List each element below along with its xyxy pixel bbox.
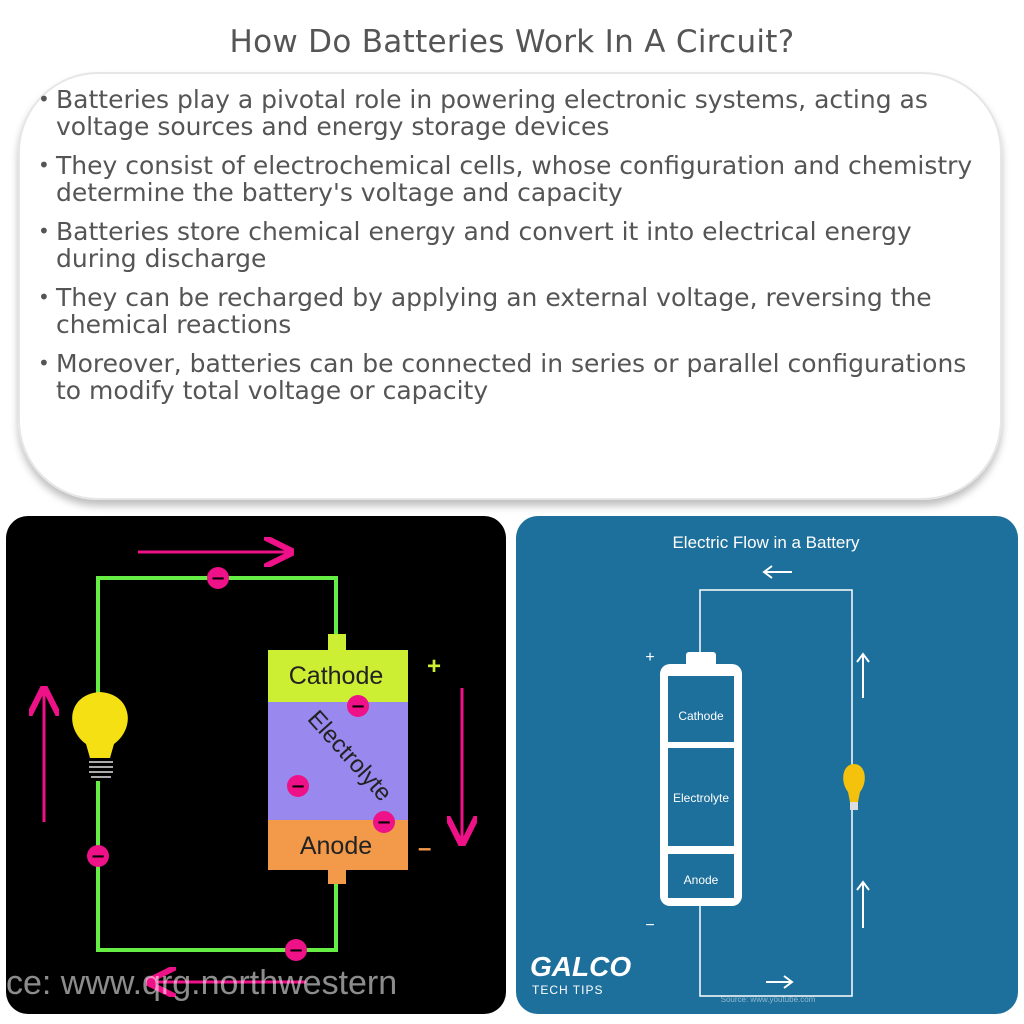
flow-arrow-up-icon (856, 652, 870, 698)
svg-text:−: − (290, 776, 305, 797)
flow-arrow-left-icon (762, 565, 792, 579)
bullet-item: They can be recharged by applying an ext… (38, 284, 988, 338)
bullet-item: They consist of electrochemical cells, w… (38, 152, 988, 206)
battery-flow-diagram-right: Electric Flow in a Battery Cathode Elect… (516, 516, 1018, 1014)
electron-icon: − (207, 567, 229, 589)
anode-label: Anode (684, 873, 719, 887)
bullet-list: Batteries play a pivotal role in powerin… (38, 86, 988, 416)
light-bulb-icon (72, 692, 128, 758)
electron-icon: − (87, 845, 109, 867)
plus-sign: + (427, 653, 441, 680)
electron-icon: − (285, 939, 307, 961)
flow-arrow-up-icon (856, 880, 870, 928)
diagram-title: Electric Flow in a Battery (672, 533, 860, 552)
electrolyte-label: Electrolyte (673, 791, 729, 805)
cathode-layer (268, 650, 408, 702)
minus-sign: − (645, 917, 654, 934)
svg-text:−: − (376, 812, 391, 833)
bullet-item: Batteries play a pivotal role in powerin… (38, 86, 988, 140)
electrolyte-cell (668, 748, 734, 846)
source-note: Source: www.youtube.com (721, 995, 816, 1004)
cathode-label: Cathode (289, 662, 384, 690)
electrolyte-layer (268, 702, 408, 820)
cathode-terminal (328, 634, 346, 650)
cathode-label: Cathode (678, 709, 724, 723)
page-title: How Do Batteries Work In A Circuit? (229, 24, 795, 60)
svg-text:−: − (90, 846, 105, 867)
source-watermark: ce: www.qrg.northwestern (6, 964, 397, 1002)
anode-label: Anode (300, 832, 372, 860)
galco-logo: GALCO (530, 951, 631, 982)
cathode-cell (668, 676, 734, 742)
light-bulb-icon (843, 764, 865, 802)
flow-arrow-right-icon (766, 975, 794, 989)
svg-text:−: − (210, 568, 225, 589)
electron-icon: − (287, 775, 309, 797)
bulb-base (850, 802, 858, 810)
electron-icon: − (373, 811, 395, 833)
bulb-base (89, 761, 113, 778)
minus-sign: – (418, 835, 431, 862)
galco-logo-subtitle: TECH TIPS (532, 983, 603, 997)
anode-terminal (328, 868, 346, 884)
left-diagram-svg: Cathode Electrolyte Anode + – − − − − (6, 516, 506, 1002)
bullet-item: Moreover, batteries can be connected in … (38, 350, 988, 404)
svg-text:−: − (288, 940, 303, 961)
battery-terminal (686, 652, 716, 666)
plus-sign: + (645, 649, 654, 666)
right-diagram-svg: Electric Flow in a Battery Cathode Elect… (530, 533, 870, 1004)
bullet-item: Batteries store chemical energy and conv… (38, 218, 988, 272)
battery-circuit-diagram-left: Cathode Electrolyte Anode + – − − − − (6, 516, 506, 1014)
anode-cell (668, 854, 734, 898)
electron-icon: − (347, 695, 369, 717)
svg-text:−: − (350, 696, 365, 717)
